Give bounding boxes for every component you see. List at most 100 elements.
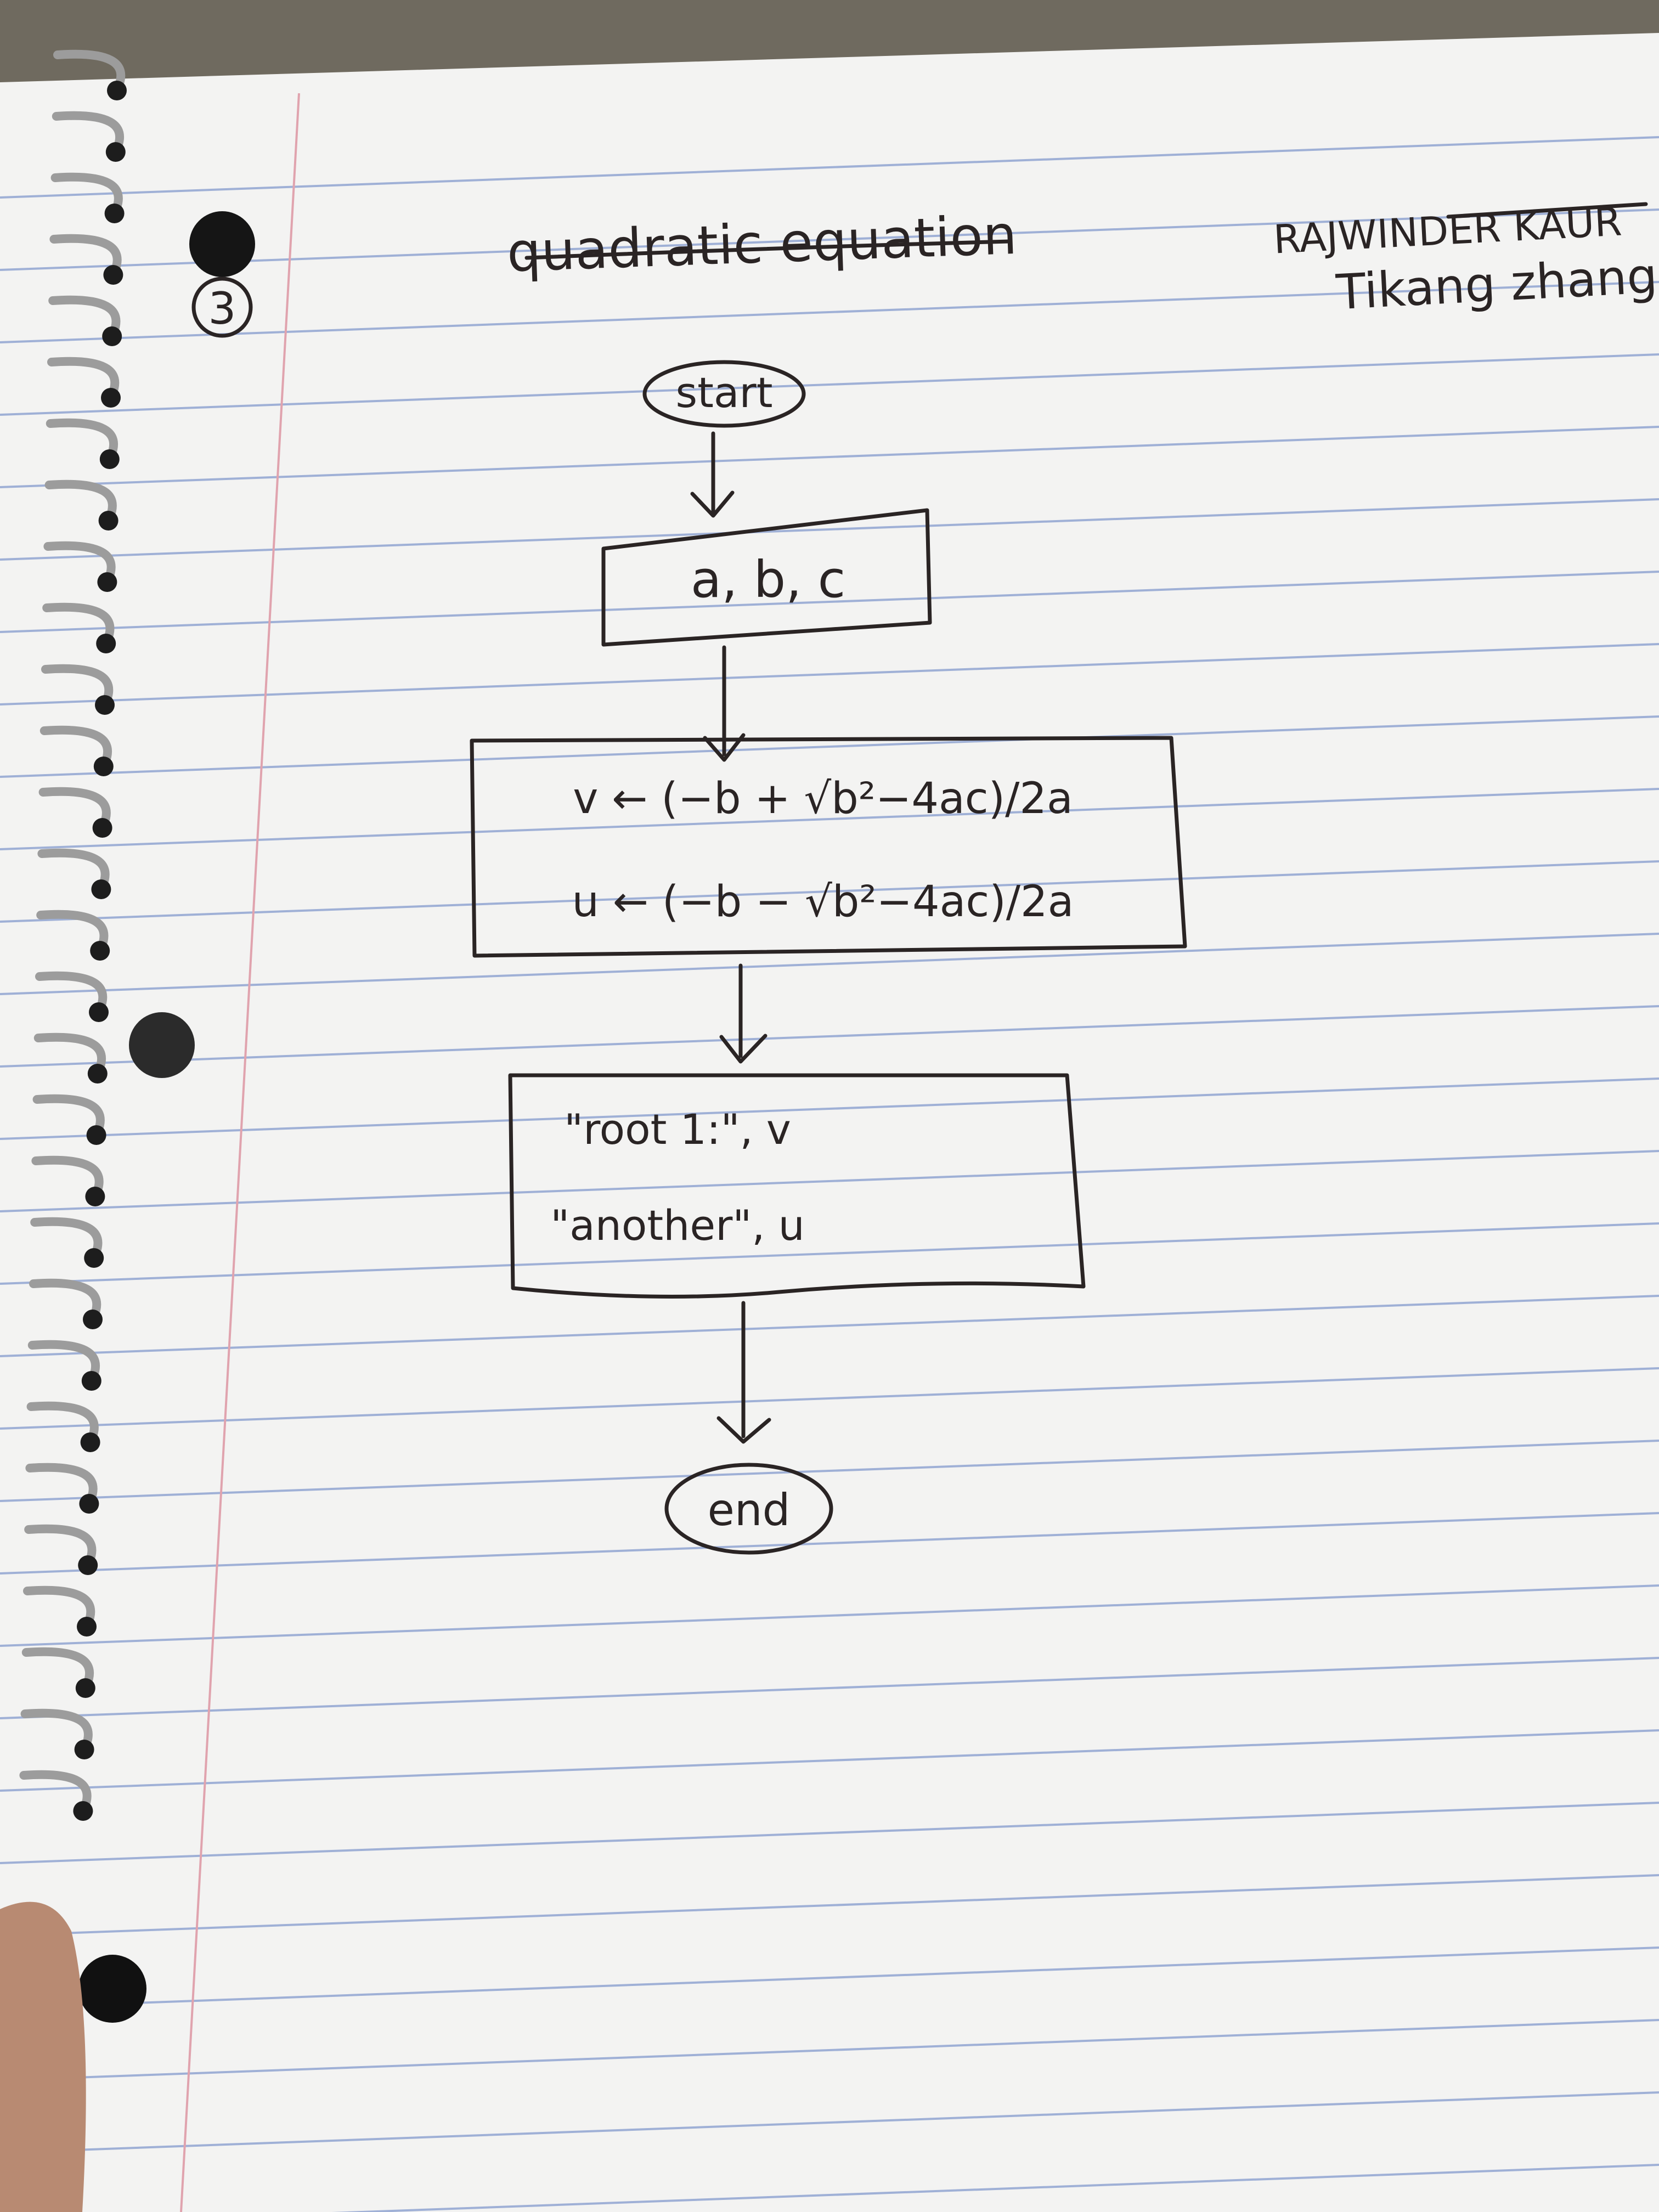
input-label: a, b, c xyxy=(691,550,845,609)
spiral-hole xyxy=(79,1494,99,1514)
margin-line xyxy=(180,93,300,2212)
rule-line xyxy=(0,1005,1659,1068)
rule-line xyxy=(0,498,1659,561)
punch-hole xyxy=(189,211,255,277)
input-box xyxy=(601,508,932,647)
spiral-ring xyxy=(27,1340,100,1383)
flow-arrow xyxy=(703,645,746,762)
rule-line xyxy=(0,571,1659,633)
start-terminal xyxy=(642,360,806,428)
flow-arrow xyxy=(719,963,768,1064)
process-box xyxy=(470,736,1187,958)
rule-line xyxy=(0,1512,1659,1575)
rule-line xyxy=(0,788,1659,850)
spiral-hole xyxy=(107,81,127,100)
spiral-ring xyxy=(36,910,109,952)
spiral-hole xyxy=(85,1187,105,1206)
rule-line xyxy=(0,1874,1659,1937)
spiral-hole xyxy=(86,1125,106,1145)
spiral-ring xyxy=(48,295,121,338)
thumb xyxy=(0,1901,86,2212)
spiral-ring xyxy=(23,1585,95,1628)
punch-hole xyxy=(129,1012,195,1078)
spiral-ring xyxy=(46,418,118,461)
process-line: v ← (−b + √b²−4ac)/2a xyxy=(573,774,1073,823)
rule-line xyxy=(0,1222,1659,1285)
spiral-hole xyxy=(101,388,121,408)
spiral-hole xyxy=(104,204,125,223)
rule-line xyxy=(0,1946,1659,2009)
end-label: end xyxy=(708,1485,791,1536)
punch-hole xyxy=(78,1955,146,2023)
rule-line xyxy=(0,2091,1659,2154)
rule-line xyxy=(0,2019,1659,2081)
spiral-ring xyxy=(33,1032,106,1075)
spiral-hole xyxy=(87,1064,108,1084)
spiral-ring xyxy=(47,357,120,399)
spiral-hole xyxy=(74,1740,94,1759)
rule-line xyxy=(0,1077,1659,1140)
rule-line xyxy=(331,2164,1659,2212)
spiral-ring xyxy=(37,848,110,891)
start-label: start xyxy=(675,368,772,417)
spiral-ring xyxy=(35,971,108,1014)
rule-line xyxy=(0,933,1659,995)
spiral-hole xyxy=(95,695,115,715)
spiral-hole xyxy=(105,142,126,162)
rule-line xyxy=(0,208,1659,271)
spiral-hole xyxy=(96,634,116,653)
spiral-ring xyxy=(32,1094,105,1137)
rule-line xyxy=(0,1150,1659,1212)
spiral-hole xyxy=(98,511,119,531)
rule-line xyxy=(0,136,1659,199)
spiral-hole xyxy=(103,265,123,285)
end-terminal xyxy=(664,1463,833,1555)
spiral-ring xyxy=(20,1708,93,1751)
spiral-hole xyxy=(73,1801,93,1821)
spiral-ring xyxy=(26,1401,99,1444)
flow-arrow xyxy=(690,431,735,518)
spiral-ring xyxy=(52,111,124,154)
spiral-ring xyxy=(25,1463,98,1505)
rule-line xyxy=(0,1657,1659,1719)
title-underline xyxy=(524,239,1012,260)
rule-line xyxy=(0,1367,1659,1430)
rule-line xyxy=(0,281,1659,343)
spiral-ring xyxy=(38,787,111,830)
spiral-hole xyxy=(77,1617,97,1637)
spiral-ring xyxy=(24,1524,97,1567)
spiral-hole xyxy=(91,879,111,899)
spiral-hole xyxy=(93,757,114,776)
spiral-ring xyxy=(40,725,112,768)
spiral-ring xyxy=(43,541,116,584)
spiral-ring xyxy=(49,234,122,276)
spiral-hole xyxy=(78,1555,98,1575)
spiral-ring xyxy=(41,664,114,707)
output-line: "another", u xyxy=(550,1201,805,1250)
spiral-ring xyxy=(53,49,126,92)
spiral-hole xyxy=(84,1248,104,1268)
ruled-lines xyxy=(0,136,1659,2212)
rule-line xyxy=(0,1584,1659,1647)
rule-line xyxy=(0,1802,1659,1864)
output-document xyxy=(508,1073,1086,1299)
spiral-ring xyxy=(44,479,117,522)
rule-line xyxy=(0,1440,1659,1502)
spiral-ring xyxy=(21,1647,94,1690)
spiral-hole xyxy=(89,1002,109,1022)
spiral-binding xyxy=(19,49,127,1821)
spiral-hole xyxy=(92,818,112,838)
output-line: "root 1:", v xyxy=(564,1105,791,1154)
rule-line xyxy=(0,353,1659,416)
spiral-ring xyxy=(50,172,123,215)
spiral-hole xyxy=(81,1371,101,1391)
rule-line xyxy=(0,715,1659,778)
spiral-hole xyxy=(102,326,122,346)
spiral-ring xyxy=(31,1155,104,1198)
spiral-hole xyxy=(99,449,120,469)
rule-line xyxy=(0,643,1659,706)
spiral-hole xyxy=(83,1310,103,1329)
spiral-ring xyxy=(19,1770,92,1813)
paper-sheet xyxy=(0,33,1659,2212)
